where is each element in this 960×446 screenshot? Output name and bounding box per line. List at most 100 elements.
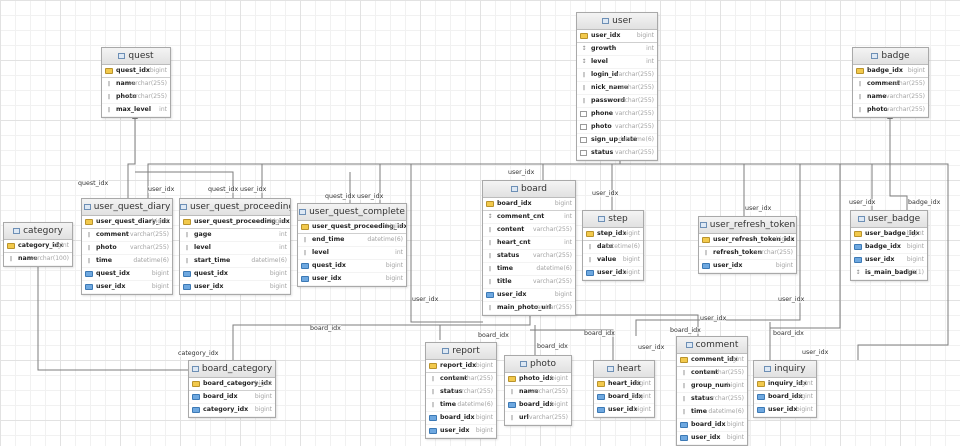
table-header[interactable]: user_quest_proceeding xyxy=(180,199,290,216)
table-header[interactable]: user_quest_diary xyxy=(82,199,172,216)
table-header[interactable]: board_category xyxy=(189,361,275,378)
table-header[interactable]: category xyxy=(4,223,72,240)
table-header[interactable]: user xyxy=(577,13,657,30)
table-header[interactable]: report xyxy=(426,343,496,360)
table-header[interactable]: user_badge xyxy=(851,211,927,228)
table-header[interactable]: user_quest_complete xyxy=(298,204,406,221)
table-header[interactable]: step xyxy=(583,211,643,228)
table-header[interactable]: board xyxy=(483,181,575,198)
table-header[interactable]: inquiry xyxy=(754,361,816,378)
table-header[interactable]: user_refresh_token xyxy=(699,217,796,234)
table-header[interactable]: badge xyxy=(853,48,928,65)
